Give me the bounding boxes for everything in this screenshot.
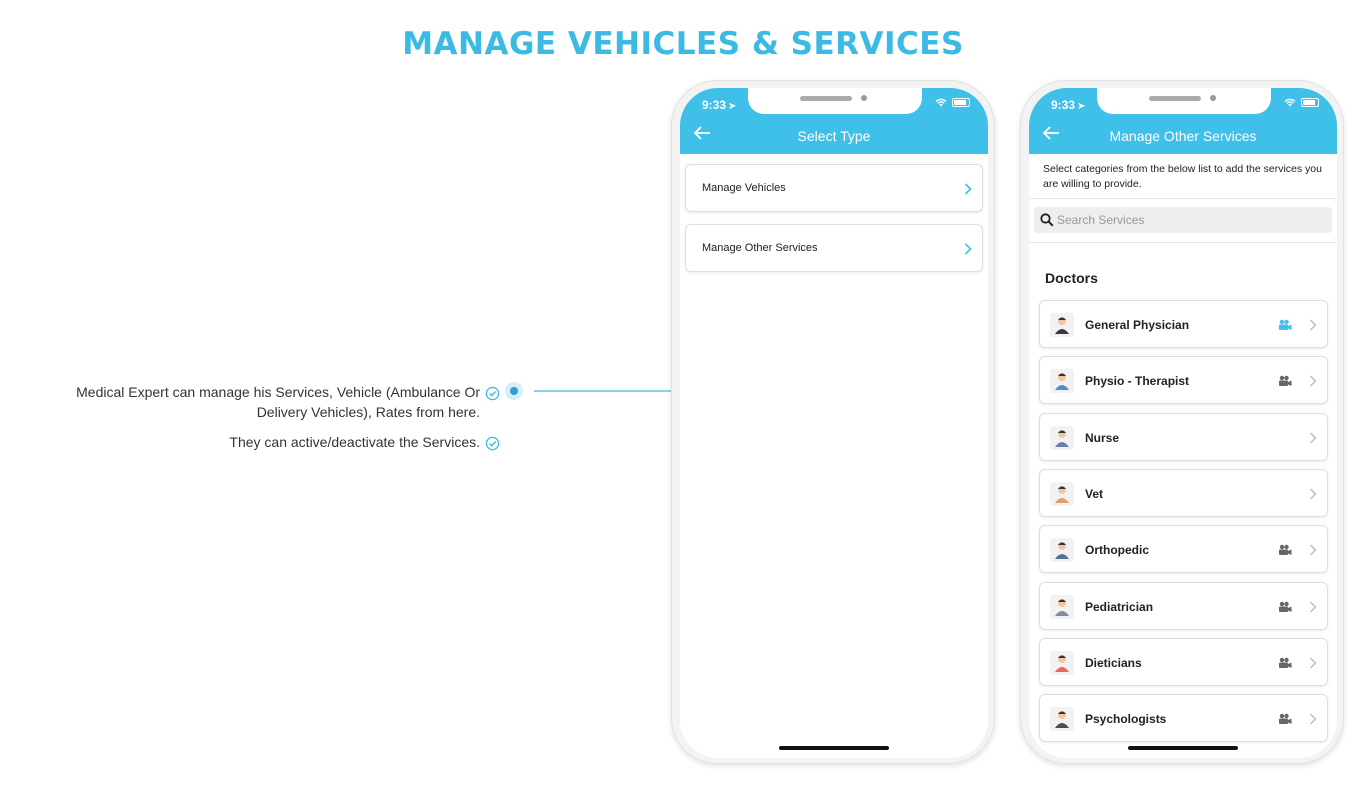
wifi-icon xyxy=(935,98,947,107)
service-label: Psychologists xyxy=(1085,712,1167,727)
phone-manage-other-services: 9:33➤ Manage Other Services Select categ… xyxy=(1020,80,1344,764)
service-label: Nurse xyxy=(1085,430,1120,445)
video-call-icon[interactable] xyxy=(1278,657,1292,669)
pediatrician-icon xyxy=(1050,594,1074,619)
option-label: Manage Other Services xyxy=(702,242,818,254)
service-item[interactable]: Nurse xyxy=(1039,412,1328,461)
battery-icon xyxy=(1301,98,1319,107)
service-label: Physio - Therapist xyxy=(1085,374,1190,389)
service-label: Orthopedic xyxy=(1085,543,1150,558)
chevron-right-icon xyxy=(1310,601,1317,612)
wifi-icon xyxy=(1284,98,1296,107)
chevron-right-icon xyxy=(1310,319,1317,331)
orthopedic-icon xyxy=(1050,538,1074,563)
option-label: Manage Vehicles xyxy=(702,182,786,194)
feature-callout: Medical Expert can manage his Services, … xyxy=(30,382,500,452)
service-label: Dieticians xyxy=(1085,655,1142,670)
phone-select-type: 9:33➤ Select Type Manage Vehicles Manage… xyxy=(671,80,995,764)
screen-title: Manage Other Services xyxy=(1109,128,1257,144)
chevron-right-icon xyxy=(1310,375,1317,387)
service-item[interactable]: Orthopedic xyxy=(1039,525,1328,574)
video-call-icon[interactable] xyxy=(1278,601,1292,613)
callout-line-2: They can active/deactivate the Services. xyxy=(30,432,500,452)
status-time: 9:33➤ xyxy=(702,98,736,112)
service-item[interactable]: Dieticians xyxy=(1039,637,1328,686)
phone-screen: 9:33➤ Select Type Manage Vehicles Manage… xyxy=(680,88,988,758)
dietician-icon xyxy=(1050,650,1074,675)
service-item[interactable]: Physio - Therapist xyxy=(1039,356,1328,405)
home-indicator[interactable] xyxy=(1128,746,1238,750)
vet-icon xyxy=(1050,481,1074,506)
status-time: 9:33➤ xyxy=(1051,98,1085,112)
search-input[interactable]: Search Services xyxy=(1034,207,1332,233)
nurse-icon xyxy=(1050,425,1074,450)
location-arrow-icon: ➤ xyxy=(728,101,737,112)
status-time-text: 9:33 xyxy=(1051,98,1076,112)
screen-title: Select Type xyxy=(797,128,871,144)
status-icons xyxy=(1284,98,1319,107)
search-icon xyxy=(1040,213,1054,227)
chevron-right-icon xyxy=(1310,488,1317,500)
service-item[interactable]: Vet xyxy=(1039,468,1328,517)
chevron-right-icon xyxy=(1310,432,1317,444)
service-item[interactable]: Pediatrician xyxy=(1039,581,1328,630)
search-placeholder: Search Services xyxy=(1057,213,1145,227)
intro-text: Select categories from the below list to… xyxy=(1043,163,1322,190)
callout-text-1: Medical Expert can manage his Services, … xyxy=(76,384,480,420)
phone-notch xyxy=(1097,88,1271,114)
callout-line-1: Medical Expert can manage his Services, … xyxy=(30,382,500,422)
check-circle-icon xyxy=(485,436,500,451)
service-label: Pediatrician xyxy=(1085,599,1154,614)
physio-icon xyxy=(1050,369,1074,394)
status-icons xyxy=(935,98,970,107)
phone-screen: 9:33➤ Manage Other Services Select categ… xyxy=(1029,88,1337,758)
manage-vehicles-option[interactable]: Manage Vehicles xyxy=(685,164,983,212)
app-header: 9:33➤ Manage Other Services xyxy=(1029,88,1337,154)
battery-icon xyxy=(952,98,970,107)
video-call-icon[interactable] xyxy=(1278,319,1292,331)
back-arrow-icon[interactable] xyxy=(1041,125,1061,141)
service-label: General Physician xyxy=(1085,318,1190,332)
chevron-right-icon xyxy=(1310,544,1317,556)
chevron-right-icon xyxy=(964,183,972,195)
service-item[interactable]: Psychologists xyxy=(1039,694,1328,743)
video-call-icon[interactable] xyxy=(1278,375,1292,387)
home-indicator[interactable] xyxy=(779,746,889,750)
page-title: MANAGE VEHICLES & SERVICES xyxy=(402,26,964,62)
back-arrow-icon[interactable] xyxy=(692,125,712,141)
video-call-icon[interactable] xyxy=(1278,544,1292,556)
divider xyxy=(1029,242,1337,243)
doctor-male-icon xyxy=(1050,313,1074,337)
chevron-right-icon xyxy=(1310,713,1317,725)
connector-line xyxy=(534,390,672,392)
callout-text-2: They can active/deactivate the Services. xyxy=(229,434,480,450)
connector-dot xyxy=(505,382,523,400)
chevron-right-icon xyxy=(1310,657,1317,669)
manage-other-services-option[interactable]: Manage Other Services xyxy=(685,224,983,272)
location-arrow-icon: ➤ xyxy=(1077,101,1086,112)
divider xyxy=(1029,198,1337,199)
check-circle-icon xyxy=(485,386,500,401)
psychologist-icon xyxy=(1050,707,1074,732)
chevron-right-icon xyxy=(964,243,972,255)
app-header: 9:33➤ Select Type xyxy=(680,88,988,154)
service-label: Vet xyxy=(1085,486,1104,501)
service-item[interactable]: General Physician xyxy=(1039,300,1328,348)
status-time-text: 9:33 xyxy=(702,98,727,112)
section-title-doctors: Doctors xyxy=(1045,270,1098,286)
video-call-icon[interactable] xyxy=(1278,713,1292,725)
phone-notch xyxy=(748,88,922,114)
